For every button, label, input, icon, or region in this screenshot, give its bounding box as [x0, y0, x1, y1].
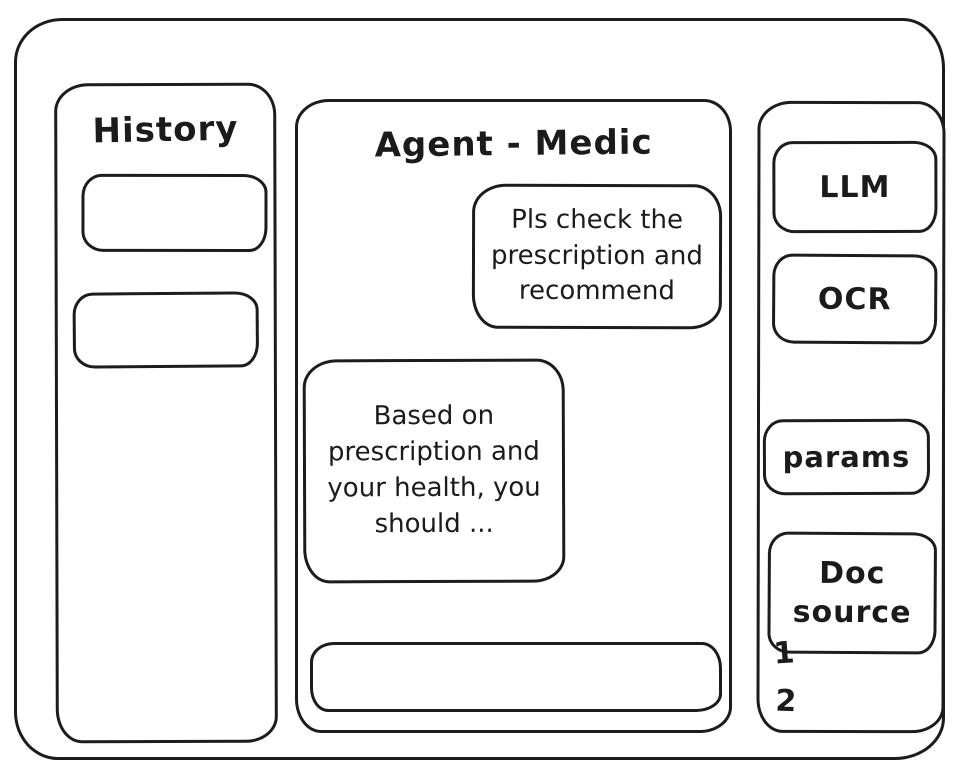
tools-panel: LLM OCR params Doc source 1 2 — [756, 100, 946, 734]
history-item[interactable] — [72, 291, 260, 369]
history-panel: History — [54, 82, 278, 744]
params-button[interactable]: params — [762, 418, 931, 496]
llm-button[interactable]: LLM — [772, 140, 938, 234]
doc-source-item[interactable]: 2 — [774, 683, 798, 720]
user-message-bubble: Pls check the prescription and recommend — [471, 183, 723, 330]
history-item[interactable] — [81, 173, 268, 253]
ocr-button[interactable]: OCR — [771, 253, 938, 345]
chat-input[interactable] — [310, 642, 722, 712]
chat-title: Agent - Medic — [374, 122, 653, 166]
doc-source-item[interactable]: 1 — [772, 635, 796, 672]
chat-panel: Agent - Medic Pls check the prescription… — [295, 99, 732, 733]
assistant-message-bubble: Based on prescription and your health, y… — [302, 358, 566, 584]
app-window-frame: History Agent - Medic Pls check the pres… — [14, 18, 946, 760]
history-title: History — [92, 108, 239, 152]
